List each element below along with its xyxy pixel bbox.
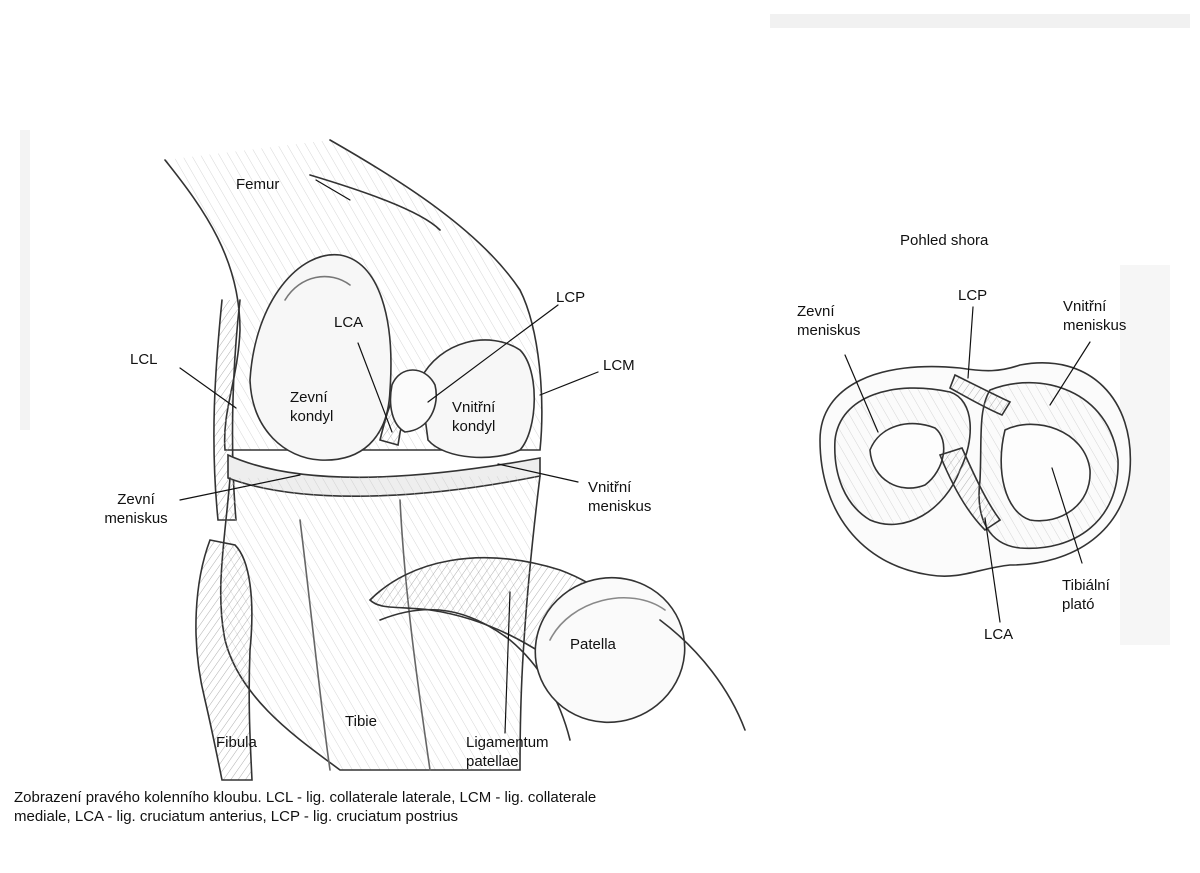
top-label-zevni-meniskus-line1: Zevní <box>797 302 860 321</box>
label-lca: LCA <box>334 313 363 332</box>
label-lcm: LCM <box>603 356 635 375</box>
label-vnitrni-kondyl: Vnitřní kondyl <box>452 398 495 436</box>
label-vnitrni-kondyl-line1: Vnitřní <box>452 398 495 417</box>
label-lcp: LCP <box>556 288 585 307</box>
label-vnitrni-kondyl-line2: kondyl <box>452 417 495 436</box>
front-view-drawing <box>165 140 745 780</box>
top-label-zevni-meniskus-line2: meniskus <box>797 321 860 340</box>
label-zevni-kondyl-line2: kondyl <box>290 407 333 426</box>
top-label-lca: LCA <box>984 625 1013 644</box>
label-ligamentum-patellae: Ligamentum patellae <box>466 733 549 771</box>
top-view-drawing <box>820 307 1130 622</box>
label-ligamentum-patellae-line2: patellae <box>466 752 549 771</box>
label-ligamentum-patellae-line1: Ligamentum <box>466 733 549 752</box>
top-label-lcp: LCP <box>958 286 987 305</box>
label-fibula: Fibula <box>216 733 257 752</box>
figure-caption: Zobrazení pravého kolenního kloubu. LCL … <box>14 788 914 826</box>
label-vnitrni-meniskus-line1: Vnitřní <box>588 478 651 497</box>
top-label-vnitrni-meniskus: Vnitřní meniskus <box>1063 297 1126 335</box>
figure-caption-line2: mediale, LCA - lig. cruciatum anterius, … <box>14 807 914 826</box>
label-zevni-kondyl-line1: Zevní <box>290 388 333 407</box>
label-vnitrni-meniskus-line2: meniskus <box>588 497 651 516</box>
top-label-tibialni-plato-line1: Tibiální <box>1062 576 1110 595</box>
figure-caption-line1: Zobrazení pravého kolenního kloubu. LCL … <box>14 788 914 807</box>
top-label-tibialni-plato: Tibiální plató <box>1062 576 1110 614</box>
label-femur: Femur <box>236 175 279 194</box>
label-vnitrni-meniskus: Vnitřní meniskus <box>588 478 651 516</box>
label-tibie: Tibie <box>345 712 377 731</box>
label-zevni-kondyl: Zevní kondyl <box>290 388 333 426</box>
label-zevni-meniskus-line1: Zevní <box>88 490 184 509</box>
top-label-tibialni-plato-line2: plató <box>1062 595 1110 614</box>
top-label-vnitrni-meniskus-line2: meniskus <box>1063 316 1126 335</box>
top-label-zevni-meniskus: Zevní meniskus <box>797 302 860 340</box>
label-zevni-meniskus: Zevní meniskus <box>88 490 184 528</box>
label-zevni-meniskus-line2: meniskus <box>88 509 184 528</box>
top-view-title: Pohled shora <box>900 231 988 250</box>
top-label-vnitrni-meniskus-line1: Vnitřní <box>1063 297 1126 316</box>
label-patella: Patella <box>570 635 616 654</box>
label-lcl: LCL <box>130 350 158 369</box>
